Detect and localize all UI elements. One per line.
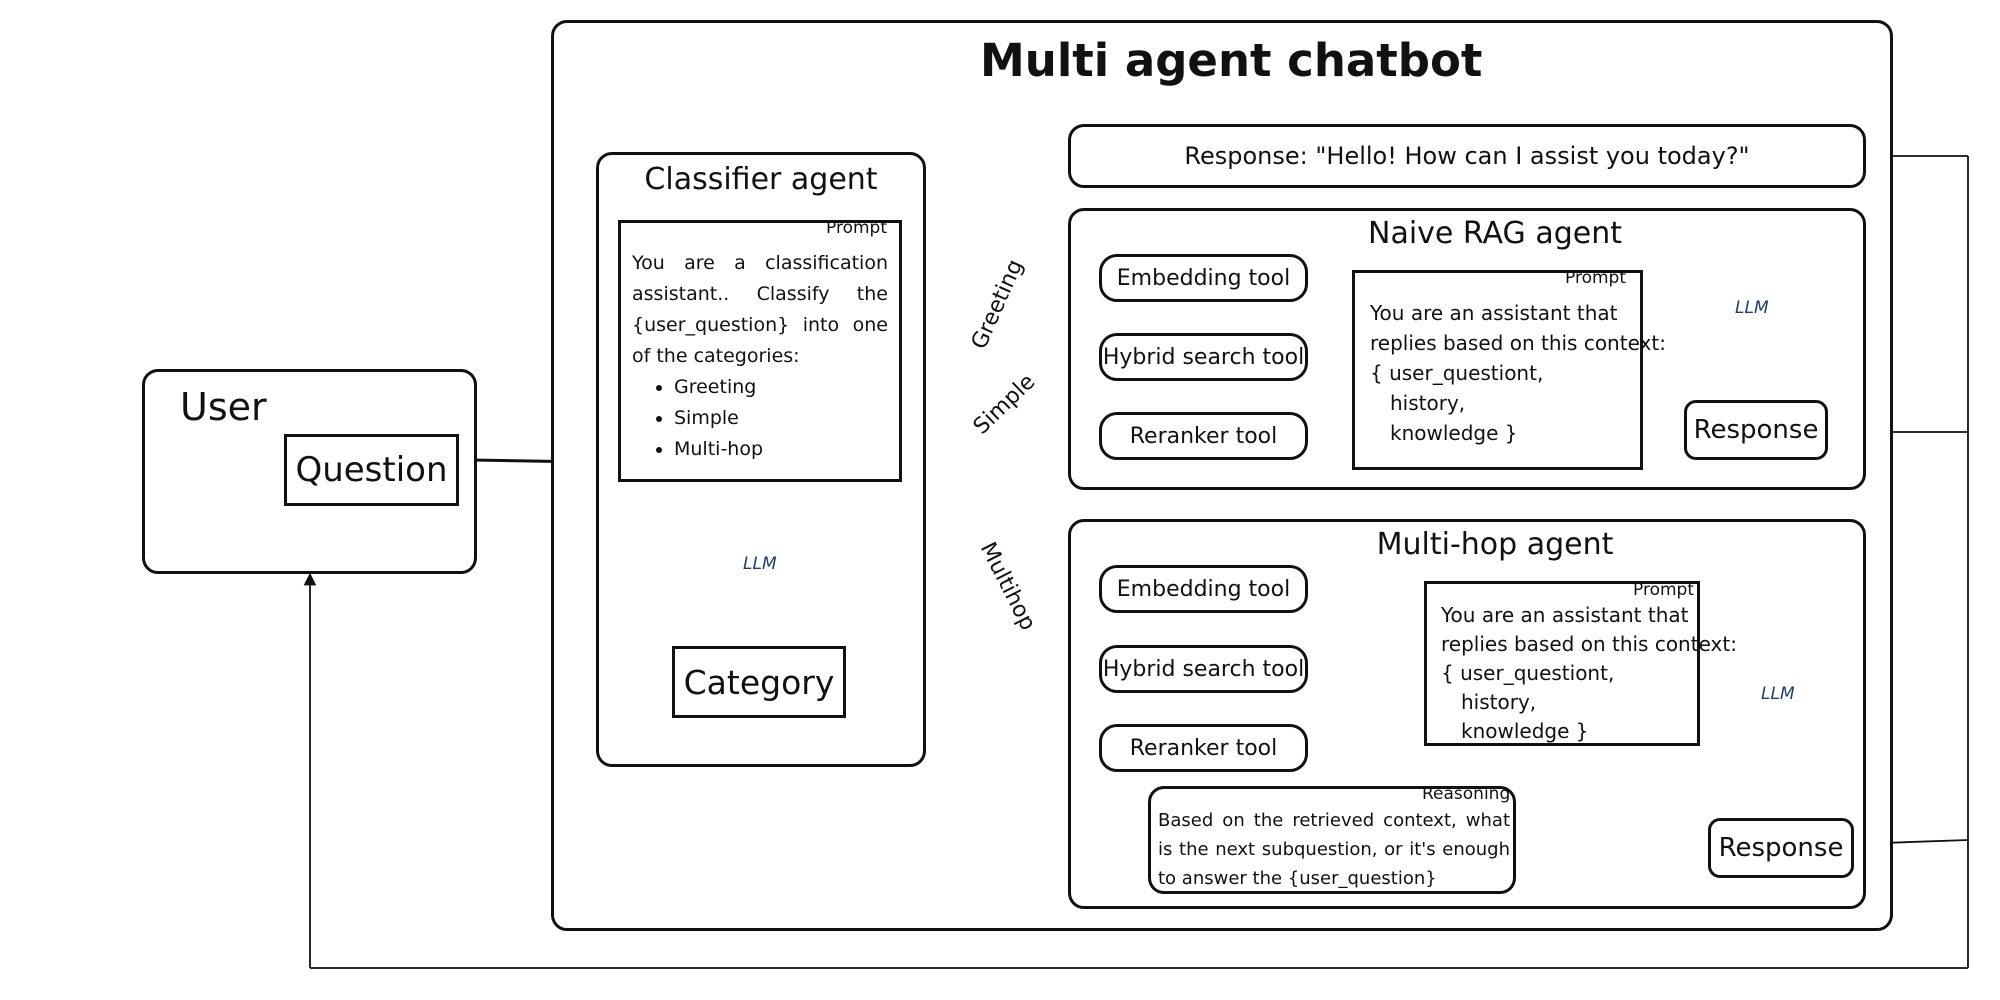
classifier-category-list: Greeting Simple Multi-hop [632,372,904,465]
classifier-title: Classifier agent [644,162,878,197]
naive-embedding-label: Embedding tool [1116,265,1291,291]
greeting-response-box: Response: "Hello! How can I assist you t… [1068,124,1866,188]
naive-prompt-line-3: { user_questiont, [1370,361,1544,385]
classifier-prompt-tag: Prompt [826,218,887,238]
multihop-hybrid-search-tool: Hybrid search tool [1099,645,1308,693]
multihop-prompt-line-1: You are an assistant that [1441,603,1689,627]
llm-label-naive-rag: LLM [1735,298,1769,318]
naive-prompt-line-2: replies based on this context: [1370,331,1666,355]
naive-reranker-tool: Reranker tool [1099,412,1308,460]
reasoning-box [1148,786,1516,894]
greeting-response-text: Response: "Hello! How can I assist you t… [1184,142,1750,170]
multihop-prompt-line-2: replies based on this context: [1441,632,1737,656]
question-box: Question [284,434,459,506]
chatbot-title: Multi agent chatbot [980,34,1483,87]
multihop-embedding-tool: Embedding tool [1099,565,1308,613]
naive-prompt-tag: Prompt [1565,268,1626,288]
multihop-prompt-line-4: history, [1461,690,1537,714]
multihop-hybrid-search-label: Hybrid search tool [1102,656,1305,682]
multihop-prompt-box [1424,581,1700,746]
naive-rag-title: Naive RAG agent [1368,216,1622,251]
naive-hybrid-search-label: Hybrid search tool [1102,344,1305,370]
multihop-title: Multi-hop agent [1376,527,1614,562]
user-label: User [180,385,267,429]
naive-embedding-tool: Embedding tool [1099,254,1308,302]
naive-prompt-box [1352,270,1643,470]
multihop-embedding-label: Embedding tool [1116,576,1291,602]
naive-reranker-label: Reranker tool [1129,423,1278,449]
multihop-reranker-tool: Reranker tool [1099,724,1308,772]
category-item-greeting: Greeting [674,372,904,403]
category-item-simple: Simple [674,403,904,434]
naive-prompt-line-1: You are an assistant that [1370,301,1618,325]
naive-hybrid-search-tool: Hybrid search tool [1099,333,1308,381]
llm-label-classifier: LLM [743,554,777,574]
reasoning-tag: Reasoning [1422,784,1511,804]
llm-label-multihop: LLM [1761,684,1795,704]
classifier-prompt-box [618,220,902,482]
naive-response-box: Response [1684,400,1828,460]
category-output-box: Category [672,646,846,718]
naive-prompt-line-4: history, [1390,391,1466,415]
multihop-response-box: Response [1708,818,1854,878]
multihop-prompt-line-3: { user_questiont, [1441,661,1615,685]
naive-prompt-line-5: knowledge } [1390,421,1518,445]
multihop-reranker-label: Reranker tool [1129,735,1278,761]
naive-response-label: Response [1693,415,1819,445]
category-label: Category [683,662,835,702]
category-item-multihop: Multi-hop [674,434,904,465]
classifier-prompt-text: You are a classification assistant.. Cla… [632,252,888,367]
multihop-response-label: Response [1718,833,1844,863]
multihop-prompt-tag: Prompt [1633,580,1694,600]
reasoning-text: Based on the retrieved context, what is … [1158,810,1510,889]
feedback-lines [303,155,1969,969]
question-label: Question [295,450,448,490]
multihop-prompt-line-5: knowledge } [1461,719,1589,743]
